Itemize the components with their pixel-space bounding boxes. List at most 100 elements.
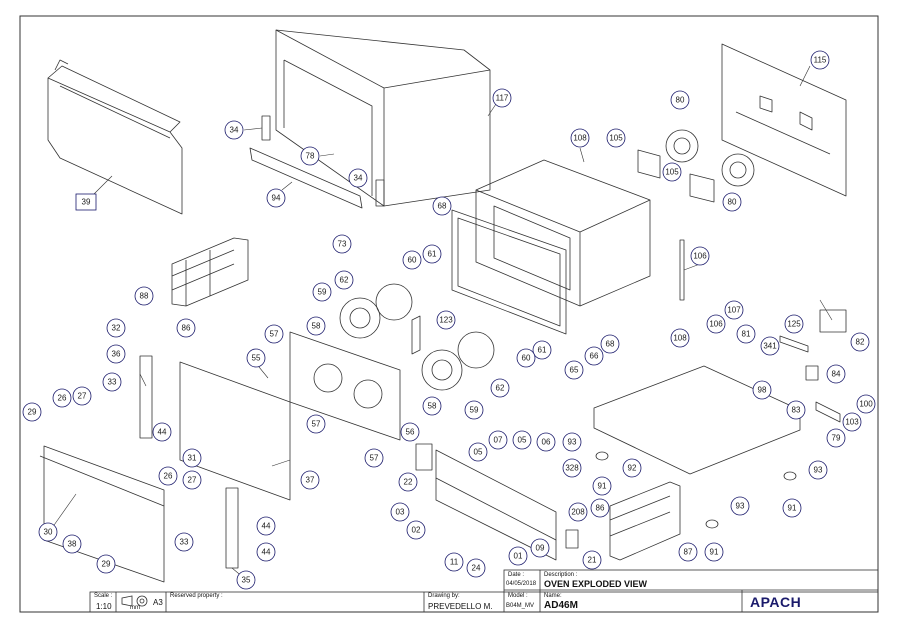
callout-circle (570, 128, 590, 148)
callout-circle (398, 472, 418, 492)
callout-circle (760, 336, 780, 356)
projection-symbol-icon (120, 594, 150, 608)
callout-bubble: 93 (730, 496, 750, 516)
callout-label: 05 (518, 436, 527, 445)
callout-bubble: 107 (724, 300, 744, 320)
callout-circle (174, 532, 194, 552)
callout-bubble: 02 (406, 520, 426, 540)
callout-bubble: 108 (670, 328, 690, 348)
callout-label: 44 (262, 548, 271, 557)
callout-circle (402, 250, 422, 270)
callout-circle (582, 550, 602, 570)
callout-label: 44 (158, 428, 167, 437)
callout-bubble: 73 (332, 234, 352, 254)
drawing-by-value: PREVEDELLO M. (428, 602, 493, 611)
callout-bubble: 44 (152, 422, 172, 442)
callout-circle (466, 558, 486, 578)
callout-label: 87 (684, 548, 693, 557)
callout-label: 92 (628, 464, 637, 473)
callout-bubble: 84 (826, 364, 846, 384)
callout-bubble: 26 (52, 388, 72, 408)
model-label: Model : (508, 593, 528, 599)
callout-bubble: 115 (810, 50, 830, 70)
callout-label: 105 (609, 134, 623, 143)
callout-bubble: 33 (102, 372, 122, 392)
callout-label: 84 (832, 370, 841, 379)
callout-label: 33 (108, 378, 117, 387)
callout-circle (246, 348, 266, 368)
callout-circle (536, 432, 556, 452)
callout-bubble: 91 (782, 498, 802, 518)
callout-label: 93 (736, 502, 745, 511)
callout-label: 58 (428, 402, 437, 411)
callout-label: 94 (272, 194, 281, 203)
sheet-size: A3 (153, 598, 163, 607)
callout-circle (590, 498, 610, 518)
callout-bubble: 83 (786, 400, 806, 420)
callout-circle (158, 466, 178, 486)
callout-bubble: 37 (300, 470, 320, 490)
callout-bubble: 09 (530, 538, 550, 558)
callout-bubble: 58 (306, 316, 326, 336)
callout-bubble: 106 (690, 246, 710, 266)
callout-circle (334, 270, 354, 290)
callout-label: 57 (312, 420, 321, 429)
callout-label: 29 (102, 560, 111, 569)
callout-bubble: 88 (134, 286, 154, 306)
callout-bubble: 61 (532, 340, 552, 360)
callout-circle (508, 546, 528, 566)
callout-bubble: 208 (568, 502, 588, 522)
model-value: B04M_MV (506, 603, 535, 609)
leader-lines (51, 65, 833, 579)
callout-label: 34 (230, 126, 239, 135)
callout-label: 30 (44, 528, 53, 537)
callout-bubble: 62 (334, 270, 354, 290)
callout-label: 32 (112, 324, 121, 333)
callout-label: 07 (494, 436, 503, 445)
unit-label: mm (130, 605, 140, 611)
callout-label: 21 (588, 556, 597, 565)
callout-circle (300, 470, 320, 490)
callout-label: 208 (571, 508, 585, 517)
callout-circle (406, 520, 426, 540)
callout-label: 105 (665, 168, 679, 177)
callout-label: 44 (262, 522, 271, 531)
reserved-property-label: Reserved property : (170, 593, 223, 599)
callout-label: 59 (318, 288, 327, 297)
callout-bubble: 59 (312, 282, 332, 302)
callout-circle (826, 364, 846, 384)
callout-bubble: 87 (678, 542, 698, 562)
callout-bubble: 80 (670, 90, 690, 110)
callout-circle (752, 380, 772, 400)
callout-circle (106, 318, 126, 338)
callout-circle (306, 414, 326, 434)
callout-circle (468, 442, 488, 462)
callout-circle (622, 458, 642, 478)
callout-bubble: 57 (364, 448, 384, 468)
callout-label: 57 (370, 454, 379, 463)
callout-label: 03 (396, 508, 405, 517)
callout-bubble: 79 (826, 428, 846, 448)
callout-label: 62 (496, 384, 505, 393)
callout-label: 68 (606, 340, 615, 349)
title-block-frame (89, 569, 879, 613)
callout-bubble: 62 (490, 378, 510, 398)
callout-bubble: 59 (464, 400, 484, 420)
callout-label: 91 (788, 504, 797, 513)
brand-logo-text: APACH (750, 594, 802, 610)
callout-bubble: 05 (468, 442, 488, 462)
callout-circle (784, 314, 804, 334)
callout-bubble: 60 (516, 348, 536, 368)
callout-circle (236, 570, 256, 590)
callout-label: 78 (306, 152, 315, 161)
callout-bubble: 91 (592, 476, 612, 496)
callout-bubble: 100 (856, 394, 876, 414)
callout-label: 61 (428, 250, 437, 259)
callout-circle (390, 502, 410, 522)
callout-label: 103 (845, 418, 859, 427)
callout-circle (266, 188, 286, 208)
callout-circle (670, 328, 690, 348)
callout-circle (152, 422, 172, 442)
callout-bubble: 03 (390, 502, 410, 522)
callout-circle (736, 324, 756, 344)
